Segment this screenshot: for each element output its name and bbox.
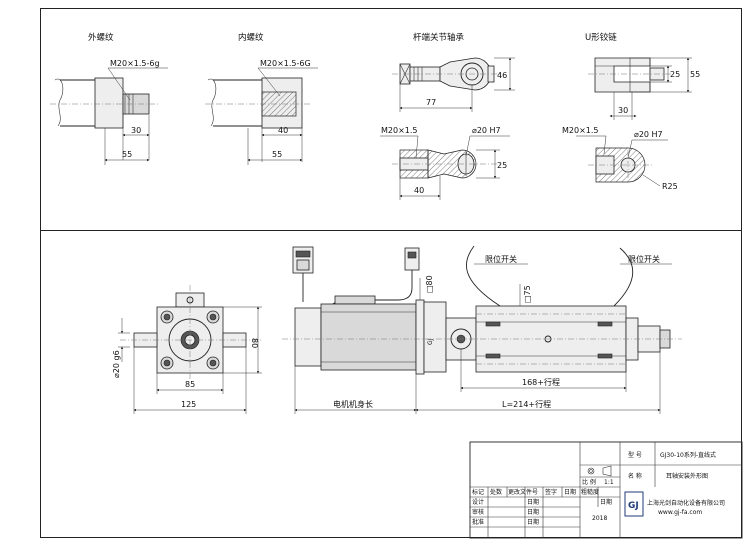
title-block: 型 号 GJ30-10系列-直线式 名 称 耳轴安装外形图 比 例 1:1 标记…	[469, 441, 743, 539]
detail-rod-end-bearing: 杆端关节轴承 46 77 25 40	[380, 32, 515, 200]
detail-title-clevis: U形铰链	[585, 32, 617, 43]
detail-clevis: U形铰链 25 55 30 M20×1.5 ⌀20 H7 R25	[562, 32, 700, 191]
scale-value: 1:1	[604, 479, 614, 486]
tb-row-1-left: 审核	[472, 508, 484, 516]
dim-ext-thread-len: 30	[131, 126, 141, 135]
detail-internal-thread: 内螺纹 40 55 M20×1.5-6G	[205, 32, 318, 165]
dim-left-height: 80	[250, 338, 259, 348]
tb-header-5: 粗糙度	[581, 488, 599, 496]
detail-title-external: 外螺纹	[88, 32, 114, 43]
tb-header-3: 签字	[545, 488, 557, 496]
dim-int-thread-len: 40	[278, 126, 288, 135]
detail-title-rod-end: 杆端关节轴承	[413, 32, 465, 43]
company-logo-icon	[624, 491, 644, 517]
int-thread-callout: M20×1.5-6G	[260, 59, 311, 68]
clevis-radius: R25	[662, 182, 678, 191]
dim-ext-total: 55	[122, 150, 132, 159]
tb-header-2: 更改文件号	[508, 488, 538, 496]
model-label: 型 号	[628, 451, 642, 459]
gj-brand-mark: GJ	[427, 338, 434, 345]
tb-row-1-mid: 日期	[527, 508, 539, 516]
dim-motor-square: □80	[425, 275, 434, 293]
dim-int-total: 55	[272, 150, 282, 159]
dim-rod-end-width: 25	[497, 161, 507, 170]
dim-rod-end-length: 77	[426, 98, 436, 107]
name-label: 名 称	[628, 472, 642, 480]
tb-row-0-left: 设计	[472, 498, 484, 506]
tb-row-2-mid: 日期	[527, 518, 539, 526]
dim-motor-length: 电机机身长	[333, 399, 373, 409]
tb-header-0: 标记	[472, 488, 484, 496]
left-end-view: 80 ⌀20 g6 85 125	[112, 285, 262, 414]
dim-rod-end-thread-len: 40	[414, 186, 424, 195]
tb-year: 2018	[592, 515, 607, 522]
limit-switch-right-label: 限位开关	[628, 254, 660, 264]
dim-clevis-depth: 30	[618, 106, 628, 115]
side-view: GJ 限位开关 限位开关 □80 □75	[282, 245, 682, 414]
rod-end-bore-callout: ⌀20 H7	[472, 126, 501, 135]
tb-date-label: 日期	[600, 498, 612, 506]
detail-title-internal: 内螺纹	[238, 32, 264, 43]
tb-row-2-left: 批准	[472, 518, 484, 526]
tb-row-0-mid: 日期	[527, 498, 539, 506]
clevis-thread-callout: M20×1.5	[562, 126, 599, 135]
rod-end-thread-callout: M20×1.5	[381, 126, 418, 135]
ext-thread-callout: M20×1.5-6g	[110, 59, 160, 68]
limit-switch-left-label: 限位开关	[485, 254, 517, 264]
scale-label: 比 例	[582, 478, 596, 486]
dim-total-length: L=214+行程	[502, 399, 551, 409]
dim-clevis-height: 55	[690, 70, 700, 79]
model-value: GJ30-10系列-直线式	[660, 451, 716, 459]
tb-header-4: 日期	[564, 488, 576, 496]
name-value: 耳轴安装外形图	[666, 472, 708, 480]
detail-external-thread: 外螺纹 30 55 M20×1.5-6g	[50, 32, 168, 165]
dim-left-width-125: 125	[181, 400, 196, 409]
dim-tube-square: □75	[523, 285, 532, 303]
company-logo-mark: GJ	[628, 501, 639, 511]
company-name: 上海光剑自动化设备有限公司	[647, 499, 725, 507]
sheet-border	[40, 8, 742, 538]
section-divider	[40, 230, 742, 231]
dim-shaft-dia: ⌀20 g6	[112, 350, 121, 378]
tb-header-1: 处数	[490, 488, 502, 496]
clevis-bore-callout: ⌀20 H7	[634, 130, 663, 139]
dim-stroke-168: 168+行程	[522, 377, 560, 387]
dim-left-width-85: 85	[185, 380, 195, 389]
company-website: www.gj-fa.com	[658, 509, 702, 516]
dim-clevis-slot: 25	[670, 70, 680, 79]
dim-rod-end-height: 46	[497, 71, 507, 80]
